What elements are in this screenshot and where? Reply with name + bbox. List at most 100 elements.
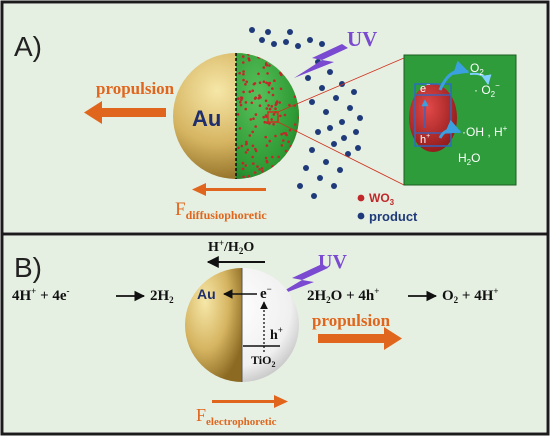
wo3-dot [270,118,274,121]
legend: WO3 product [357,191,418,224]
right-reaction-rhs: O2 + 4H+ [442,286,499,305]
zoom-line-bottom [277,121,405,186]
wo3-dot [275,100,279,103]
wo3-dot [264,63,268,66]
wo3-dot [273,79,276,82]
wo3-dot [245,140,248,144]
wo3-dot [271,93,275,97]
product-dot [339,119,345,125]
wo3-dot [284,132,288,135]
product-dot [333,95,339,101]
product-dot [353,129,359,135]
wo3-dot [237,146,240,150]
wo3-dot [264,114,268,117]
wo3-dot [268,139,272,143]
product-dot [323,159,329,165]
wo3-dot [254,96,257,99]
wo3-dot [282,139,285,142]
tio2-label: TiO2 [251,353,275,369]
product-dot [315,129,321,135]
wo3-dot [252,162,255,165]
electron-label-b: e− [260,284,272,302]
product-dot [307,37,313,43]
wo3-dot [237,97,240,100]
wo3-dot [267,91,271,94]
product-dot [331,141,337,147]
wo3-dot [240,144,244,148]
product-dot [305,75,311,81]
product-dot [327,69,333,75]
wo3-dot [277,155,281,159]
left-reaction-lhs: 4H+ + 4e- [12,286,70,304]
wo3-dot [240,96,243,99]
product-dot [265,29,271,35]
wo3-dot [257,97,261,100]
wo3-dot [272,113,276,116]
wo3-dot [267,83,271,87]
product-dot [317,175,323,181]
legend-product-marker [357,212,365,220]
product-dot [345,151,351,157]
au-label-a: Au [192,106,221,131]
propulsion-arrow-b [318,327,402,350]
wo3-dot [261,170,264,173]
panel-a-label: A) [14,31,42,62]
wo3-dot [262,80,266,83]
inset-h2o-label: H2O [458,151,480,167]
wo3-dot [250,101,254,105]
wo3-dot [287,140,290,144]
wo3-dot [278,101,282,104]
product-dot [355,145,361,151]
wo3-dot [271,155,274,159]
wo3-dot [279,87,283,91]
wo3-dot [241,167,245,171]
wo3-dot [244,83,247,86]
right-reaction-lhs: 2H2O + 4h+ [307,286,379,305]
force-arrow-b [212,395,288,408]
wo3-dot [262,66,266,69]
wo3-dot [265,159,269,163]
wo3-dot [265,144,269,147]
wo3-dot [242,70,245,73]
propulsion-arrow-a [84,101,166,124]
product-dot [249,27,255,33]
wo3-dot [258,94,261,97]
zoom-box [267,111,279,123]
wo3-dot [247,57,251,60]
product-dot [341,135,347,141]
wo3-dot [253,171,257,174]
hole-transfer-arrow [438,119,462,139]
h-ratio-label: H+/H2O [208,238,254,256]
wo3-dot [249,118,253,121]
product-dot [309,99,315,105]
wo3-dot [254,147,257,151]
product-dot [319,85,325,91]
wo3-dot [288,103,291,107]
wo3-dot [242,72,245,76]
hole-label-b: h+ [270,325,283,343]
wo3-dot [288,128,292,132]
inset-electron-label: e− [420,82,430,95]
wo3-dot [241,162,245,165]
wo3-dot [244,164,247,167]
product-dot [311,193,317,199]
wo3-dot [293,95,297,98]
wo3-dot [251,89,254,92]
panel-a: A) propulsion Au UV [4,4,546,232]
propulsion-label-b: propulsion [312,311,391,330]
force-arrow-a [192,183,266,196]
wo3-dot [248,134,252,137]
product-dot [287,29,293,35]
product-dot [351,89,357,95]
product-dot [297,183,303,189]
inset-superoxide-label: · O2− [474,81,500,99]
wo3-dot [251,155,254,159]
wo3-dot [254,125,257,128]
legend-wo3-label: WO3 [369,191,395,207]
wo3-dot [242,175,245,179]
force-label-b: Felectrophoretic [196,405,277,428]
wo3-dot [268,122,271,125]
wo3-dot [245,142,248,146]
inset-hole-label: h+ [420,133,430,146]
wo3-dot [298,116,299,120]
